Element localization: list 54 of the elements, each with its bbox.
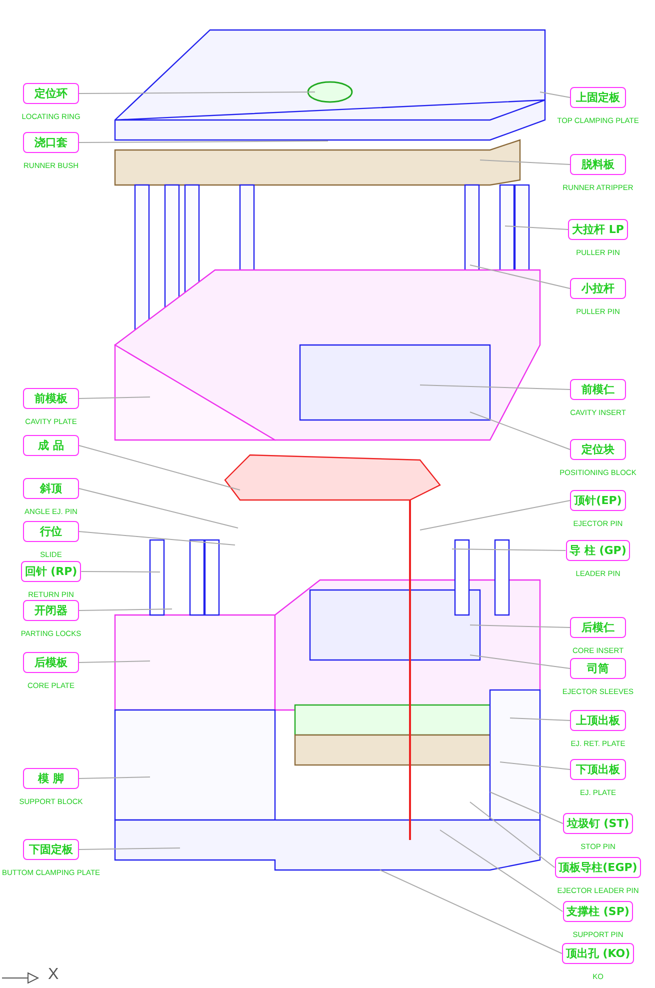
callout-label: 定位环 xyxy=(23,83,79,104)
callout-label: 浇口套 xyxy=(23,132,79,153)
leader-line xyxy=(504,226,569,230)
callout-label: 开闭器 xyxy=(23,600,79,621)
leader-line xyxy=(490,792,564,824)
callout-label: 成 品 xyxy=(23,435,79,456)
leader-line xyxy=(78,660,150,663)
callout-label: 回针 (RP) xyxy=(20,561,82,582)
leader-line xyxy=(78,92,316,94)
leader-line xyxy=(420,500,570,530)
leader-line xyxy=(78,396,150,399)
leader-line xyxy=(78,445,240,490)
callout-label: 司筒 xyxy=(570,658,626,679)
leader-line xyxy=(420,384,570,390)
callout-label: 支撑柱 (SP) xyxy=(562,901,634,922)
leader-line xyxy=(380,870,562,954)
callout-label: 定位块 xyxy=(570,439,626,460)
callout-label: 上固定板 xyxy=(570,87,626,108)
callout-label: 前模板 xyxy=(23,388,79,409)
callout-label: 下顶出板 xyxy=(570,759,626,780)
callout-label: 顶针(EP) xyxy=(570,490,626,511)
leader-line xyxy=(80,571,160,572)
leader-line xyxy=(480,160,570,165)
callout-label: 顶板导柱(EGP) xyxy=(554,857,642,878)
leader-line xyxy=(470,654,570,669)
leader-line xyxy=(452,548,566,551)
leader-line xyxy=(470,412,570,450)
callout-label: 小拉杆 xyxy=(570,278,626,299)
leader-line xyxy=(440,830,564,912)
leader-line xyxy=(500,762,570,770)
callout-label: 后模仁 xyxy=(570,617,626,638)
leader-line xyxy=(78,776,150,779)
leader-line xyxy=(78,608,172,611)
leader-line xyxy=(78,488,238,528)
callout-label: 模 脚 xyxy=(23,768,79,789)
leader-line xyxy=(470,802,556,868)
callout-label: 顶出孔 (KO) xyxy=(562,943,634,964)
leader-line xyxy=(78,848,180,850)
callout-label: 大拉杆 LP xyxy=(568,219,628,240)
leader-line xyxy=(470,624,570,628)
callout-label: 后模板 xyxy=(23,652,79,673)
callout-label: 上顶出板 xyxy=(570,710,626,731)
callout-label: 导 柱 (GP) xyxy=(566,540,630,561)
callout-label: 下固定板 xyxy=(23,839,79,860)
callout-label: 脱料板 xyxy=(570,154,626,175)
callout-label: 垃圾钉 (ST) xyxy=(562,813,634,834)
callout-label: 行位 xyxy=(23,521,79,542)
leader-line xyxy=(510,718,570,721)
leader-line xyxy=(78,140,328,143)
callout-label: 斜顶 xyxy=(23,478,79,499)
callout-label: 前模仁 xyxy=(570,379,626,400)
leader-line xyxy=(78,531,236,546)
leader-line xyxy=(470,264,570,289)
axis-label: X xyxy=(48,966,59,984)
